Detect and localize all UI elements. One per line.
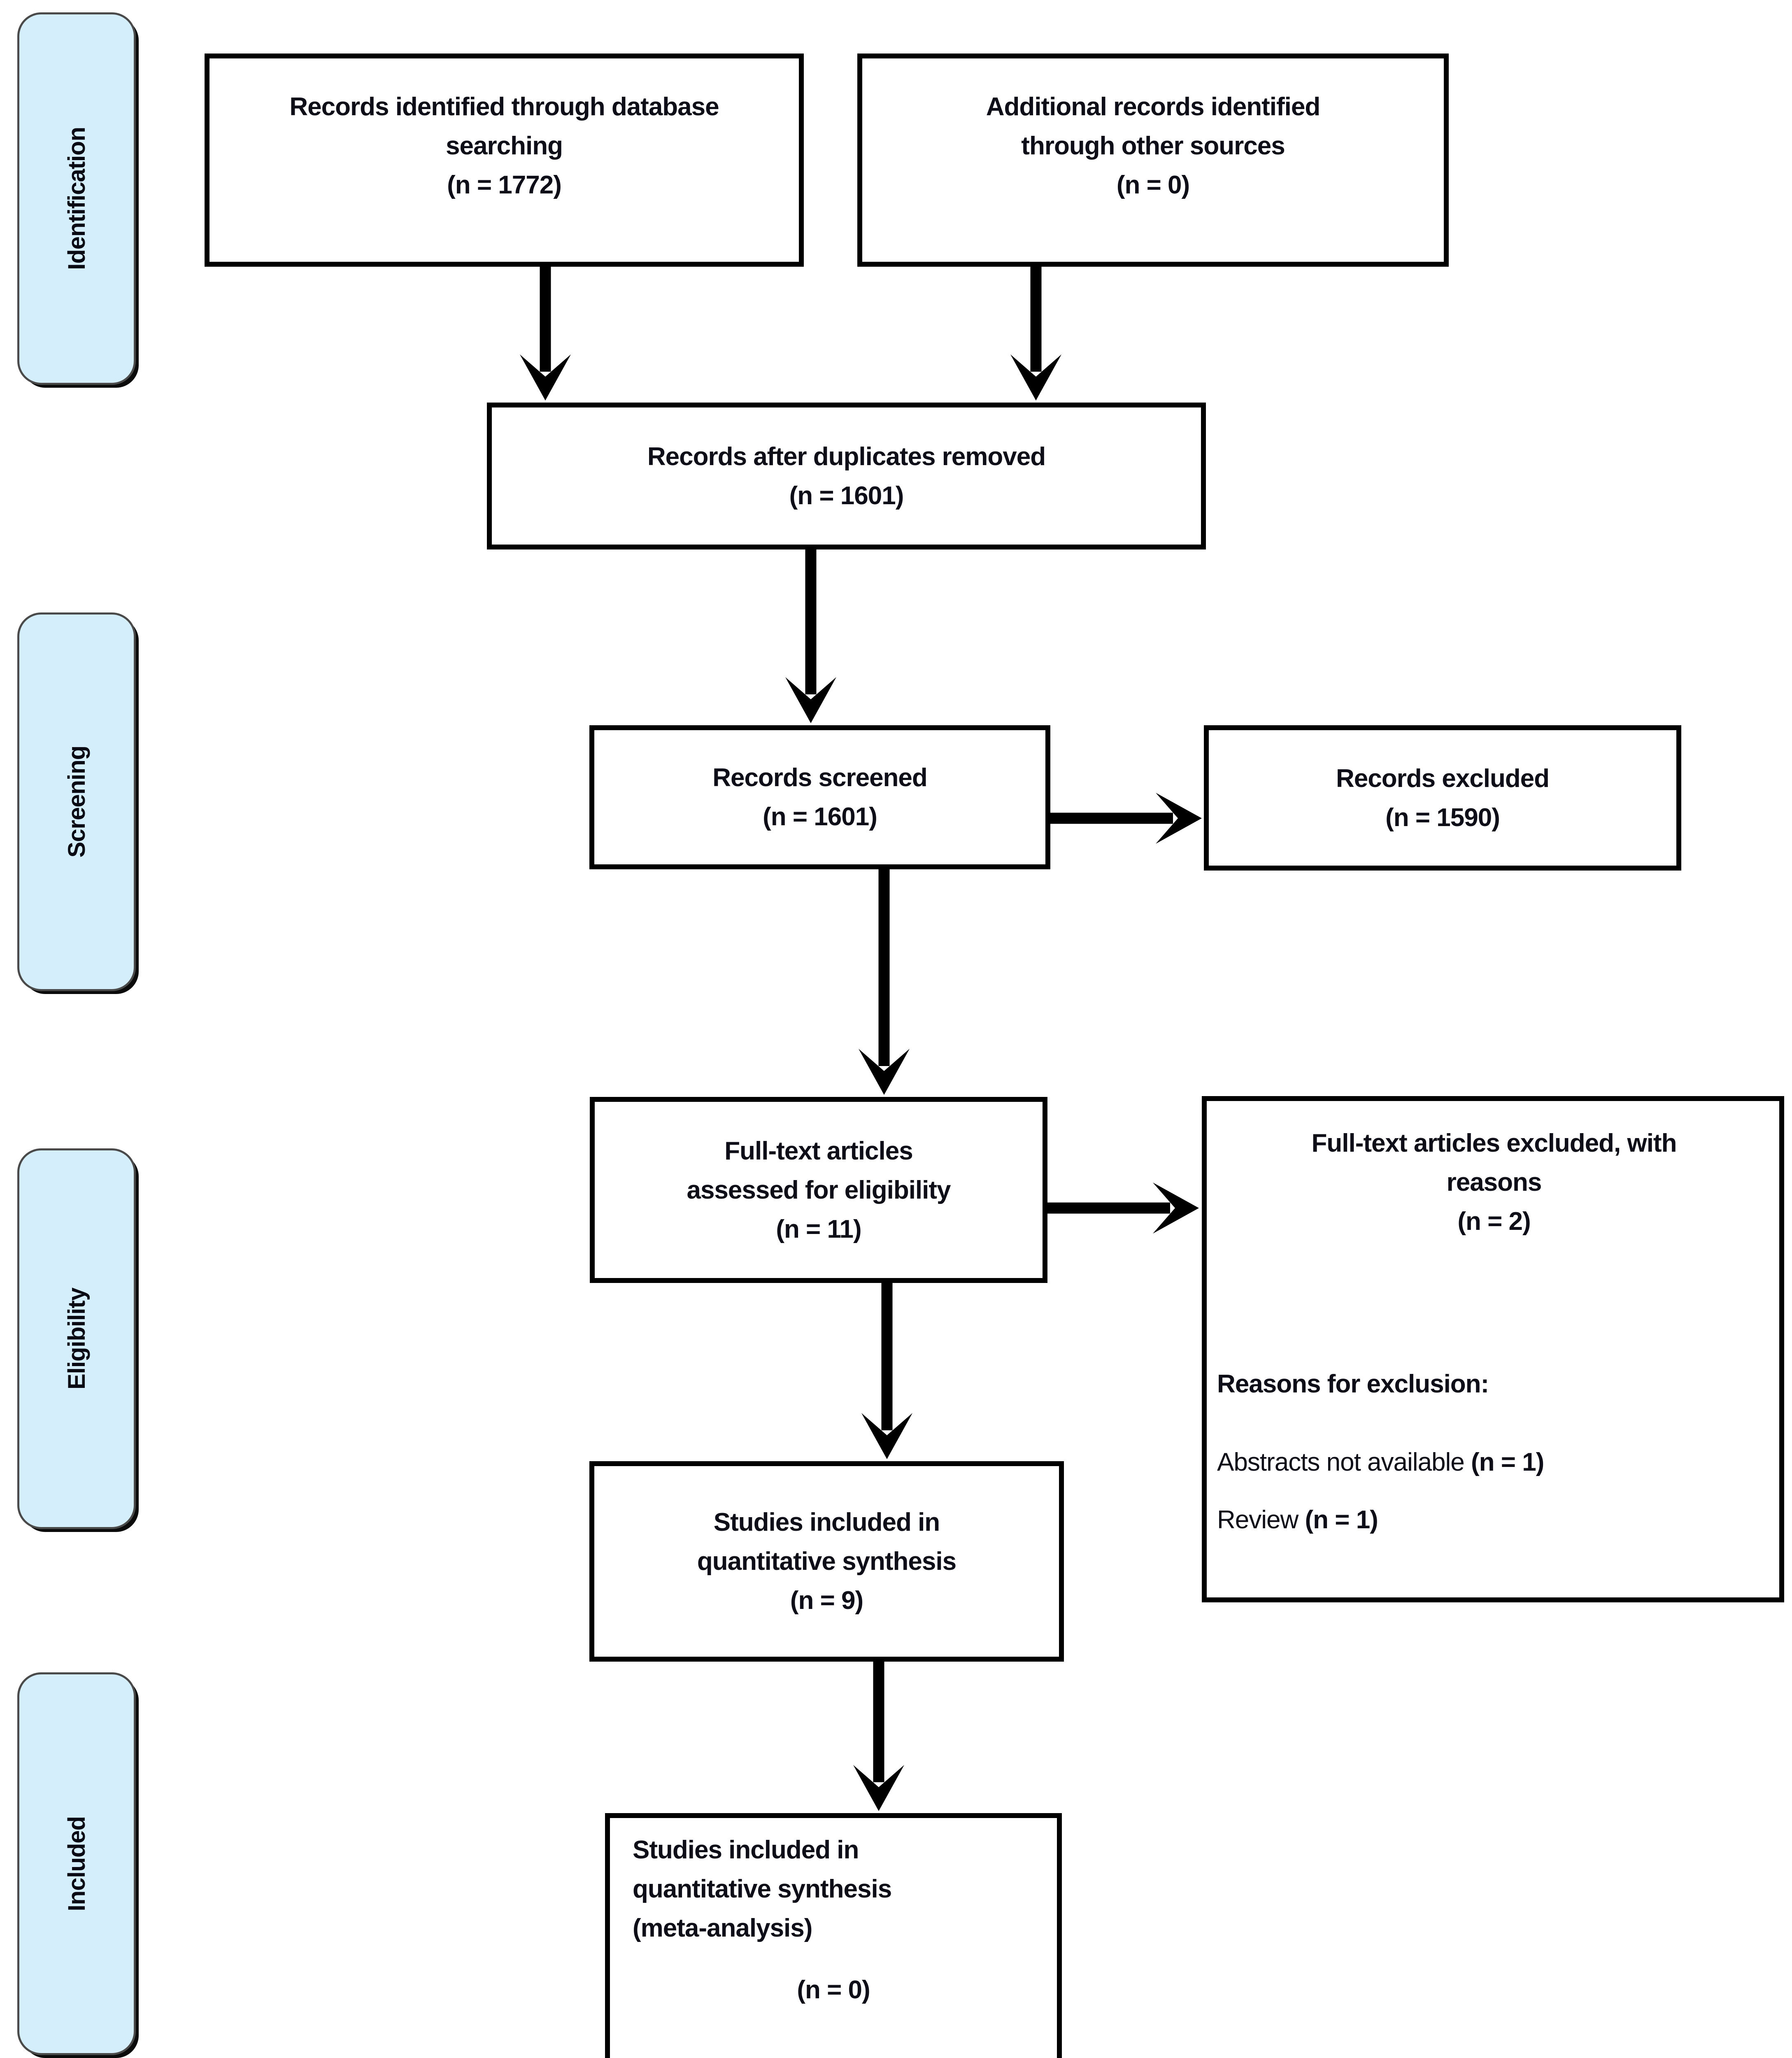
box-line: Records screened: [712, 764, 928, 792]
box-line: Records after duplicates removed: [647, 442, 1046, 471]
box-records-screened: Records screened (n = 1601): [589, 725, 1050, 869]
box-records-identified: Records identified through database sear…: [205, 54, 804, 267]
exclusion-reasons: Reasons for exclusion: Abstracts not ava…: [1217, 1364, 1771, 1558]
arrow-duplicates-to-screened: [785, 549, 836, 723]
box-additional-records: Additional records identified through ot…: [857, 54, 1449, 267]
reasons-heading: Reasons for exclusion:: [1217, 1370, 1489, 1398]
box-duplicates-removed: Records after duplicates removed (n = 16…: [487, 403, 1206, 549]
box-line: quantitative synthesis: [633, 1875, 892, 1903]
box-count: (n = 1590): [1385, 803, 1500, 832]
arrow-quant-to-meta: [853, 1662, 904, 1811]
box-quantitative-synthesis: Studies included in quantitative synthes…: [589, 1461, 1064, 1662]
reason-item: Review (n = 1): [1217, 1500, 1771, 1539]
arrow-fulltext-to-excluded: [1047, 1183, 1199, 1234]
reason-item: Abstracts not available (n = 1): [1217, 1443, 1771, 1482]
box-count: (n = 0): [1116, 171, 1190, 199]
box-line: Studies included in: [633, 1836, 859, 1864]
box-line: searching: [446, 132, 563, 160]
stage-identification: Identification: [17, 12, 136, 385]
arrow-additional-to-duplicates: [1010, 266, 1061, 400]
reason-count: (n = 1): [1471, 1448, 1544, 1476]
box-fulltext-assessed: Full-text articles assessed for eligibil…: [590, 1097, 1047, 1283]
box-line: Full-text articles: [724, 1136, 913, 1165]
stage-eligibility-label: Eligibility: [63, 1288, 90, 1390]
box-count: (n = 11): [776, 1215, 861, 1243]
box-line: (meta-analysis): [633, 1914, 812, 1942]
box-line: reasons: [1446, 1168, 1542, 1197]
box-count: (n = 1601): [763, 803, 877, 831]
box-count: (n = 0): [797, 1976, 870, 2004]
box-meta-analysis: Studies included in quantitative synthes…: [605, 1813, 1062, 2058]
box-fulltext-excluded: Full-text articles excluded, with reason…: [1202, 1096, 1784, 1602]
fulltext-excluded-header: Full-text articles excluded, with reason…: [1217, 1124, 1771, 1241]
stage-screening-label: Screening: [63, 746, 90, 858]
box-line: Studies included in: [713, 1508, 940, 1537]
box-line: through other sources: [1021, 132, 1285, 160]
stage-included-label: Included: [63, 1816, 90, 1911]
box-line: assessed for eligibility: [687, 1176, 951, 1204]
arrow-identified-to-duplicates: [520, 266, 571, 400]
box-line: quantitative synthesis: [697, 1547, 957, 1576]
stage-included: Included: [17, 1672, 136, 2055]
box-line: Full-text articles excluded, with: [1311, 1129, 1677, 1157]
stage-eligibility: Eligibility: [17, 1148, 136, 1529]
reason-count: (n = 1): [1305, 1506, 1378, 1534]
box-count: (n = 1601): [789, 481, 904, 510]
box-count: (n = 9): [790, 1586, 863, 1615]
box-line: Records excluded: [1336, 764, 1550, 793]
box-count: (n = 1772): [447, 171, 562, 199]
arrow-fulltext-to-quant: [861, 1283, 912, 1459]
reason-text: Review: [1217, 1506, 1305, 1534]
arrow-screened-to-fulltext: [859, 868, 910, 1095]
reason-text: Abstracts not available: [1217, 1448, 1471, 1476]
stage-screening: Screening: [17, 612, 136, 991]
box-records-excluded: Records excluded (n = 1590): [1204, 725, 1681, 871]
box-count: (n = 2): [1457, 1207, 1531, 1236]
arrow-screened-to-excluded: [1050, 793, 1202, 844]
box-line: Records identified through database: [289, 93, 719, 121]
stage-identification-label: Identification: [63, 127, 90, 270]
box-line: Additional records identified: [986, 93, 1321, 121]
